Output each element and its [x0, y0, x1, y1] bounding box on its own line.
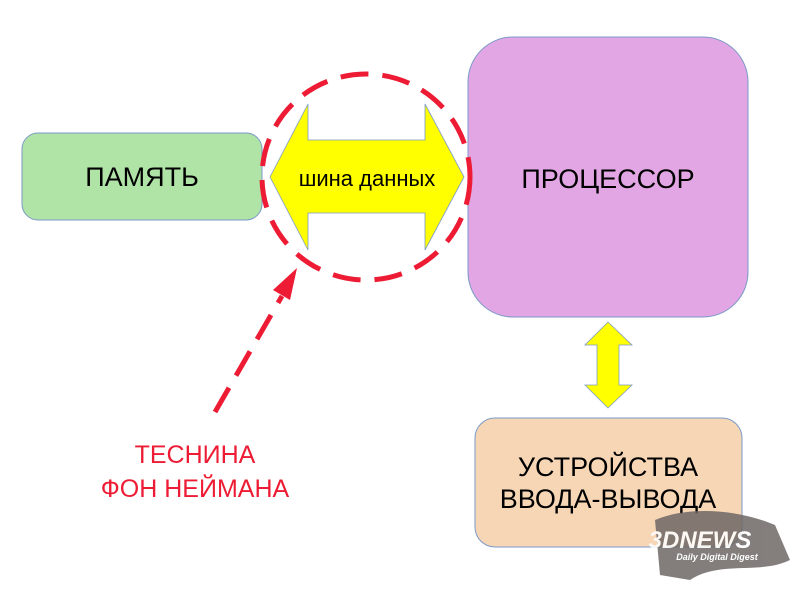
io-label-line1: УСТРОЙСТВА [518, 451, 698, 482]
memory-label: ПАМЯТЬ [85, 162, 199, 192]
watermark-tagline: Daily Digital Digest [676, 552, 759, 562]
bottleneck-label-line1: ТЕСНИНА [135, 441, 256, 469]
bottleneck-label-line2: ФОН НЕЙМАНА [101, 473, 290, 503]
memory-block: ПАМЯТЬ [21, 132, 263, 221]
io-label-line2: ВВОДА-ВЫВОДА [500, 484, 717, 514]
3dnews-watermark: 3DNEWS Daily Digital Digest [649, 510, 790, 580]
processor-block: ПРОЦЕССОР [467, 36, 749, 318]
bottleneck-pointer-arrowhead [273, 268, 297, 300]
bottleneck-pointer-line [212, 294, 285, 414]
bottleneck-circle [259, 71, 473, 283]
data-bus-arrow: шина данных [269, 103, 465, 251]
data-bus-label: шина данных [299, 166, 436, 191]
io-bus-arrow [584, 321, 633, 409]
watermark-brand: 3DNEWS [649, 527, 752, 554]
processor-label: ПРОЦЕССОР [521, 164, 694, 194]
